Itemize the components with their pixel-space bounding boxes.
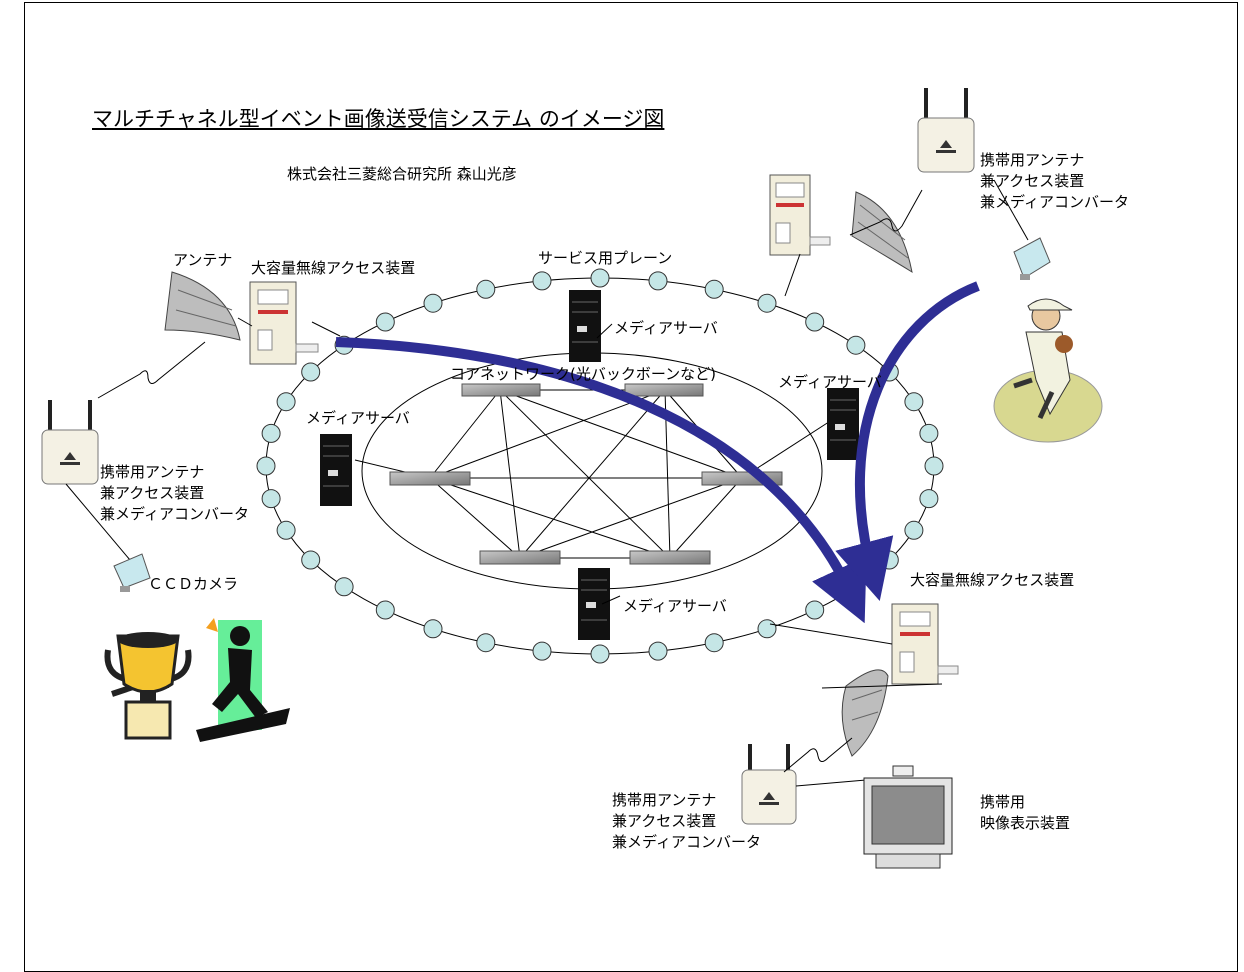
ring-node (301, 362, 321, 382)
ring-node (276, 392, 296, 412)
service-plane-label: サービス用プレーン (538, 249, 673, 267)
ring-node (904, 520, 924, 540)
media-server-right-label: メディアサーバ (778, 373, 882, 391)
ring-node (919, 423, 939, 443)
ring-node (924, 456, 944, 476)
ring-node (261, 423, 281, 443)
media-server-right-icon (827, 388, 859, 460)
ccd-camera-left-icon (113, 553, 151, 592)
dish-antenna-right-icon (841, 669, 889, 757)
ring-node (757, 619, 777, 639)
ring-node (476, 633, 496, 653)
ring-node (704, 279, 724, 299)
flow-arrow-camera-to-right (835, 281, 980, 601)
ring-node (532, 641, 552, 661)
portable-antenna-top-label: 携帯用アンテナ 兼アクセス装置 兼メディアコンバータ (980, 151, 1129, 211)
media-server-top-icon (569, 290, 601, 362)
ring-node (846, 335, 866, 355)
dish-antenna-left-icon (164, 271, 241, 341)
page-title: マルチチャネル型イベント画像送受信システム のイメージ図 (92, 107, 665, 131)
router-icon (624, 383, 704, 397)
media-server-left-label: メディアサーバ (306, 409, 410, 427)
portable-antenna-left-icon (41, 400, 99, 485)
ring-node (805, 600, 825, 620)
ring-node (261, 489, 281, 509)
router-icon (479, 550, 561, 565)
ring-node (590, 268, 610, 288)
portable-antenna-bottom-icon (741, 744, 797, 825)
ring-node (375, 600, 395, 620)
ring-node (648, 641, 668, 661)
ring-node (757, 293, 777, 313)
flow-arrow-left-to-right (335, 337, 867, 624)
access-device-left-icon (249, 281, 319, 365)
ring-node (904, 392, 924, 412)
media-server-top-label: メディアサーバ (614, 319, 718, 337)
runner-icon (196, 618, 290, 742)
portable-antenna-top-icon (917, 88, 975, 173)
access-device-right-label: 大容量無線アクセス装置 (910, 571, 1075, 589)
ccd-camera-right-icon (1013, 237, 1051, 280)
display-device-icon (863, 765, 953, 869)
core-network-label: コアネットワーク(光バックボーンなど) (450, 365, 716, 383)
ring-node (334, 577, 354, 597)
ring-node (375, 312, 395, 332)
radio-links (65, 179, 1029, 787)
router-icon (629, 550, 711, 565)
ring-node (805, 312, 825, 332)
ring-node (423, 619, 443, 639)
ccd-camera-label: ＣＣＤカメラ (148, 575, 239, 593)
ring-node (276, 520, 296, 540)
display-device-label: 携帯用 映像表示装置 (980, 793, 1071, 832)
flow-arrows (335, 281, 980, 624)
portable-antenna-bottom-label: 携帯用アンテナ 兼アクセス装置 兼メディアコンバータ (612, 791, 761, 851)
portable-antenna-left-label: 携帯用アンテナ 兼アクセス装置 兼メディアコンバータ (100, 463, 249, 523)
ring-node (590, 644, 610, 664)
router-icon (389, 471, 471, 486)
media-server-bottom-icon (578, 568, 610, 640)
ring-node (476, 279, 496, 299)
antenna-label: アンテナ (173, 251, 233, 269)
ring-node (919, 489, 939, 509)
ring-node (423, 293, 443, 313)
access-device-right-icon (891, 603, 959, 685)
ring-node (648, 271, 668, 291)
access-device-left-label: 大容量無線アクセス装置 (251, 259, 416, 277)
core-routers (389, 383, 783, 565)
router-icon (461, 383, 541, 397)
author-label: 株式会社三菱総合研究所 森山光彦 (287, 165, 517, 183)
ring-node (301, 550, 321, 570)
ring-node (532, 271, 552, 291)
ring-node (879, 550, 899, 570)
ring-node (256, 456, 276, 476)
trophy-icon (104, 632, 192, 740)
access-device-top-icon (769, 174, 831, 256)
media-server-bottom-label: メディアサーバ (623, 597, 727, 615)
media-server-left-icon (320, 434, 352, 506)
dish-antenna-top-icon (851, 191, 913, 274)
baseball-player-icon (993, 298, 1103, 443)
ring-node (704, 633, 724, 653)
